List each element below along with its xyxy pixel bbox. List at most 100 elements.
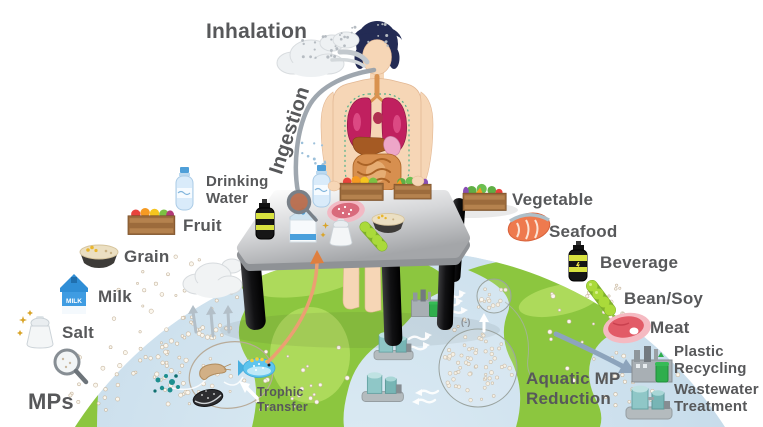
mp-dot — [339, 37, 343, 41]
label-mps: MPs — [28, 389, 74, 414]
mp-dot — [467, 347, 472, 352]
mp-dot — [141, 304, 145, 308]
steak-icon — [603, 312, 651, 344]
mp-dot — [620, 373, 625, 377]
mp-dot — [323, 161, 327, 165]
table-items — [255, 165, 432, 252]
mp-dot — [180, 363, 185, 368]
mp-dot — [447, 353, 452, 359]
wastewater-plant-small-2 — [361, 372, 404, 402]
mp-dot — [77, 382, 81, 387]
mp-dot — [180, 334, 185, 338]
mp-dot — [163, 388, 167, 392]
mp-dot — [297, 393, 301, 398]
seafood-to-table-arrow — [266, 260, 319, 364]
mp-dot — [189, 320, 193, 324]
mp-dot — [340, 32, 343, 35]
mp-dot — [299, 386, 305, 392]
mp-dot — [456, 384, 462, 389]
mp-dot — [474, 364, 479, 369]
mp-dot — [314, 56, 317, 59]
mp-dot — [499, 365, 504, 369]
water-bottle-on-table-icon — [312, 165, 331, 208]
shrimp-icon — [199, 363, 232, 381]
mp-dot — [624, 299, 628, 303]
mp-dot — [152, 375, 157, 379]
mp-dot — [183, 357, 189, 363]
mp-dot — [386, 44, 389, 47]
label-vegetable: Vegetable — [512, 190, 594, 209]
mp-dot — [329, 49, 333, 52]
mp-dot — [187, 402, 191, 406]
mp-dot — [585, 294, 590, 299]
mp-dot — [177, 355, 182, 360]
mp-dot — [338, 33, 342, 37]
wastewater-plant-icon — [625, 385, 673, 420]
mp-dot — [550, 293, 556, 299]
recycling-plant-small — [411, 289, 442, 317]
mp-reduction-group — [438, 278, 518, 408]
mp-dot — [160, 345, 165, 350]
mp-dot — [499, 287, 504, 292]
mp-dot — [210, 383, 215, 389]
label-plastic-recycling: Plastic Recycling — [674, 343, 747, 378]
label-fruit: Fruit — [183, 216, 222, 235]
mp-dot — [615, 283, 619, 287]
grain-bowl-on-table-icon — [371, 212, 405, 233]
mp-dot — [479, 397, 484, 401]
mp-dot — [197, 258, 201, 262]
mp-dot — [450, 351, 456, 357]
mp-dot — [301, 38, 305, 42]
evaporation-arrows — [191, 310, 231, 338]
mp-dot — [111, 316, 117, 321]
mp-dot — [481, 333, 486, 338]
mp-dot — [447, 371, 453, 376]
mp-dot — [301, 151, 304, 155]
mp-dot — [459, 353, 464, 358]
mp-dot — [336, 345, 341, 350]
mp-dot — [489, 370, 494, 375]
label-wastewater-treatment: Wastewater Treatment — [674, 381, 759, 416]
mp-dot — [174, 293, 178, 297]
mp-dot — [488, 360, 493, 364]
mp-dot — [138, 330, 142, 334]
mp-dot — [557, 308, 562, 312]
mp-dot — [447, 348, 452, 353]
mp-dot — [495, 302, 501, 307]
mp-dot — [309, 384, 313, 388]
mp-dot — [462, 343, 467, 347]
mp-dot — [163, 343, 169, 349]
table-magnifier-icon — [286, 189, 318, 222]
mp-dot — [220, 333, 224, 337]
mp-dot — [178, 371, 182, 374]
reduction-to-plants-arrow — [553, 331, 627, 370]
mp-dot — [108, 345, 113, 350]
mp-dot — [181, 381, 186, 386]
mp-dot — [154, 371, 160, 377]
mp-dot — [142, 288, 147, 293]
mp-dot — [309, 55, 312, 59]
mp-dot — [117, 363, 123, 369]
heart — [373, 112, 383, 124]
mp-dot — [499, 342, 504, 346]
mp-dot — [473, 350, 478, 355]
mp-dot — [138, 358, 143, 363]
mp-dot — [675, 372, 681, 378]
mp-dot — [164, 327, 169, 332]
mp-dot — [612, 373, 618, 379]
mp-dot — [343, 35, 346, 39]
recycling-plant-icon — [631, 346, 673, 383]
fruit-crate-icon — [127, 208, 176, 235]
mp-dot — [68, 393, 73, 398]
mp-dot — [200, 333, 205, 338]
mp-dot — [614, 287, 618, 291]
mp-dot — [603, 394, 608, 399]
mp-dot — [445, 380, 450, 385]
mp-dot — [138, 346, 143, 351]
mp-dot — [622, 379, 627, 384]
mp-dot — [173, 254, 178, 259]
label-reduction-sign: (-) — [461, 317, 471, 327]
mp-dot — [96, 401, 101, 406]
mp-dot — [485, 381, 490, 386]
mp-dot — [592, 322, 595, 326]
